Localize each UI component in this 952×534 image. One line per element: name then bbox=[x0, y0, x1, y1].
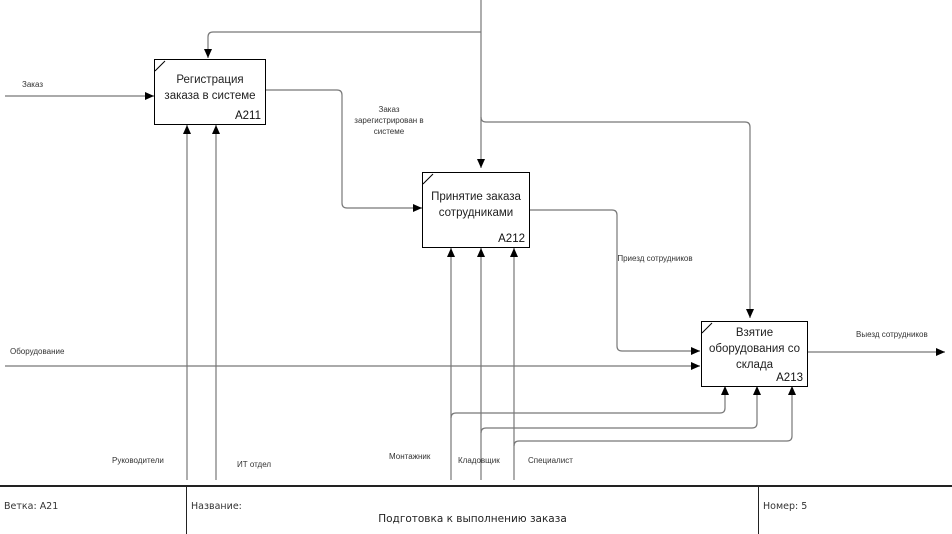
activity-code: A213 bbox=[776, 372, 803, 384]
diagram-name: Подготовка к выполнению заказа bbox=[378, 513, 567, 525]
arrow-label-storekeeper: Кладовщик bbox=[458, 456, 500, 465]
arrow-label-equipment: Оборудование bbox=[10, 347, 65, 356]
branch-value: A21 bbox=[39, 501, 59, 512]
mechanism-branch-installer bbox=[450, 386, 729, 419]
footer-branch-cell: Ветка: A21 bbox=[0, 487, 187, 534]
diagram-footer: Ветка: A21 Название: Подготовка к выполн… bbox=[0, 485, 952, 534]
control-arrow-a213 bbox=[480, 116, 754, 318]
arrow-staff-arrival bbox=[529, 209, 700, 355]
activity-title: Взятие оборудования со склада bbox=[709, 327, 800, 371]
activity-box-a213[interactable]: Взятие оборудования со склада A213 bbox=[701, 321, 808, 387]
number-label: Номер: bbox=[763, 501, 799, 512]
arrow-label-order: Заказ bbox=[22, 80, 43, 89]
arrow-label-specialist: Специалист bbox=[528, 456, 573, 465]
arrow-order-registered bbox=[265, 89, 422, 212]
diagram-canvas bbox=[5, 0, 945, 480]
mechanism-branch-specialist bbox=[513, 386, 796, 447]
arrow-label-it-department: ИТ отдел bbox=[237, 460, 272, 469]
activity-title: Регистрация заказа в системе bbox=[164, 74, 256, 102]
number-value: 5 bbox=[801, 501, 808, 512]
corner-mark-icon bbox=[702, 322, 713, 334]
name-label: Название: bbox=[191, 501, 242, 512]
activity-code: A212 bbox=[498, 233, 525, 245]
mechanism-branch-storekeeper bbox=[480, 386, 761, 434]
footer-name-cell: Название: Подготовка к выполнению заказа bbox=[187, 487, 759, 534]
arrow-label-staff-arrival: Приезд сотрудников bbox=[617, 254, 693, 263]
footer-number-cell: Номер: 5 bbox=[759, 487, 952, 534]
corner-mark-icon bbox=[423, 173, 434, 185]
arrow-label-installer: Монтажник bbox=[389, 452, 431, 461]
activity-code: A211 bbox=[234, 110, 261, 122]
corner-mark-icon bbox=[155, 60, 166, 72]
control-arrow-a211 bbox=[204, 31, 481, 58]
arrow-label-managers: Руководители bbox=[112, 456, 164, 465]
branch-label: Ветка: bbox=[4, 501, 37, 512]
activity-title: Принятие заказа сотрудниками bbox=[431, 191, 521, 219]
arrow-label-order-registered: Заказ зарегистрирован в системе bbox=[354, 105, 424, 136]
activity-box-a211[interactable]: Регистрация заказа в системе A211 bbox=[154, 59, 266, 125]
arrow-label-staff-departure: Выезд сотрудников bbox=[856, 330, 928, 339]
activity-box-a212[interactable]: Принятие заказа сотрудниками A212 bbox=[422, 172, 530, 248]
